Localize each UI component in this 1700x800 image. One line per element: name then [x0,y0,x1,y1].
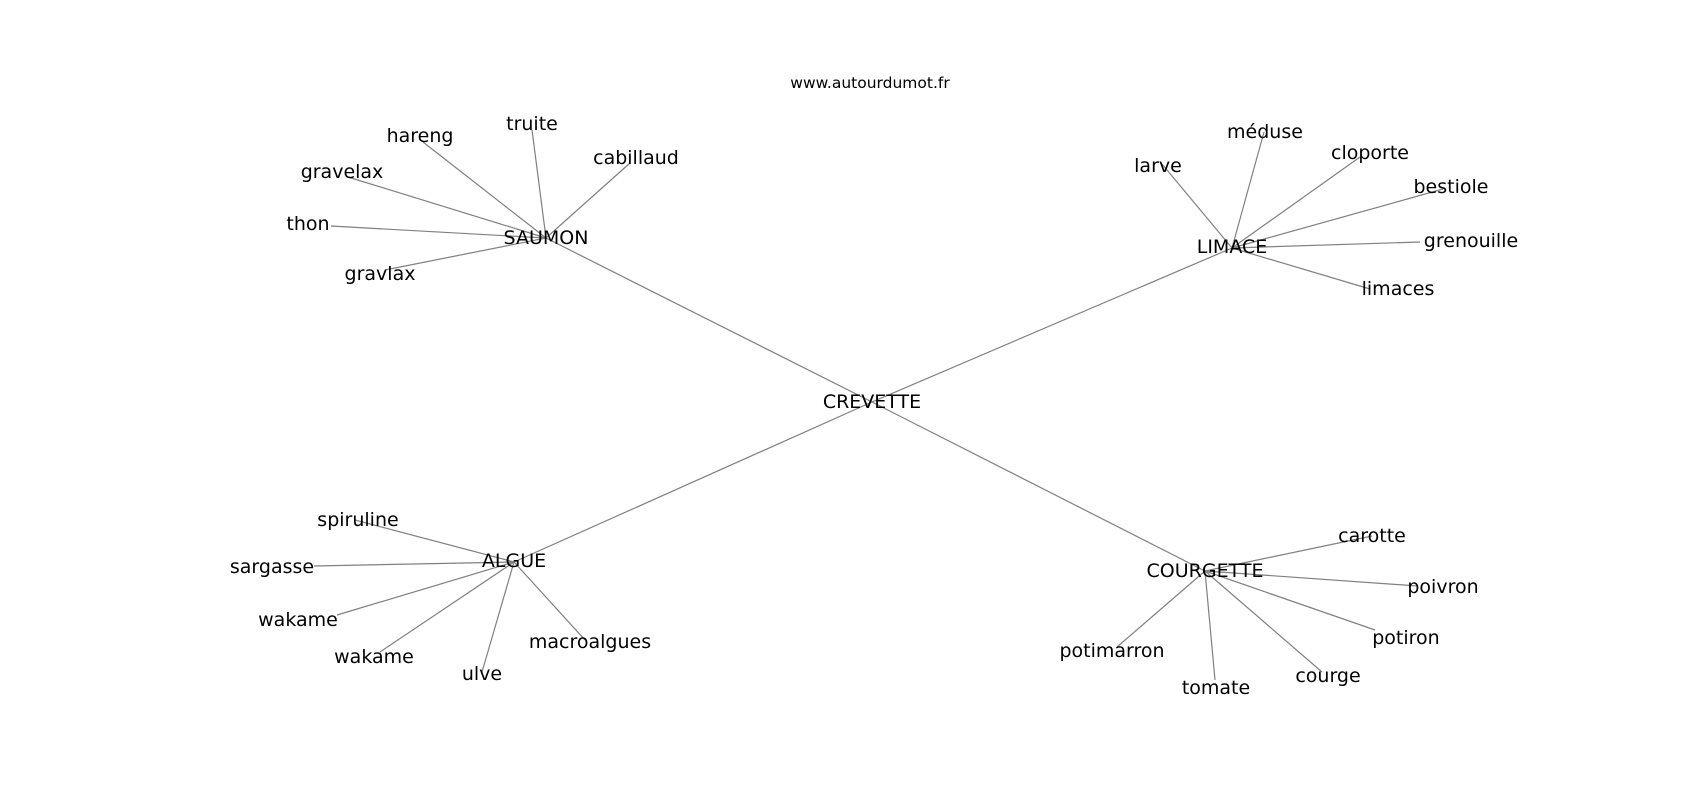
leaf-node: tomate [1182,677,1250,699]
leaf-node: bestiole [1414,176,1489,198]
center-hub-edge [545,237,873,403]
leaf-node: wakame [334,646,414,668]
hub-leaf-edge [1231,241,1421,249]
hub-leaf-edge [1204,570,1323,673]
leaf-node: cloporte [1331,142,1409,164]
hub-leaf-edge [1204,570,1419,587]
leaf-node: carotte [1338,525,1406,547]
site-label: www.autourdumot.fr [790,74,950,92]
hub-leaf-edge [1116,570,1206,648]
leaf-node: wakame [258,609,338,631]
hub-leaf-edge [422,141,547,239]
hub-node: SAUMON [504,227,589,249]
leaf-node: potiron [1372,627,1439,649]
leaf-node: hareng [387,125,454,147]
leaf-node: cabillaud [593,147,679,169]
hub-leaf-edge [1204,535,1373,572]
center-hub-edge [871,401,1206,572]
hub-leaf-edge [336,561,515,616]
hub-leaf-edge [379,561,515,653]
leaf-node: gravelax [301,161,384,183]
hub-node: LIMACE [1197,236,1268,258]
leaf-node: poivron [1407,576,1478,598]
hub-leaf-edge [1204,570,1216,681]
hub-leaf-edge [513,561,586,641]
hub-leaf-edge [1204,570,1376,631]
leaf-node: thon [286,213,329,235]
leaf-node: larve [1134,155,1182,177]
hub-leaf-edge [384,237,547,271]
leaf-node: gravlax [345,263,416,285]
hub-leaf-edge [481,561,515,673]
center-hub-edge [871,247,1233,403]
hub-leaf-edge [313,561,515,567]
leaf-node: sargasse [230,556,314,578]
leaf-node: méduse [1227,121,1303,143]
hub-leaf-edge [347,176,547,239]
hub-leaf-edge [1231,131,1265,249]
hub-leaf-edge [1231,156,1361,249]
leaf-node: courge [1295,665,1360,687]
hub-leaf-edge [354,519,515,563]
hub-node: COURGETTE [1147,560,1264,582]
hub-leaf-edge [330,225,547,239]
leaf-node: limaces [1362,278,1435,300]
leaf-node: ulve [462,663,502,685]
hub-leaf-edge [545,162,631,239]
hub-leaf-edge [1231,188,1444,249]
leaf-node: potimarron [1059,640,1164,662]
center-hub-edge [513,401,873,563]
leaf-node: spiruline [317,509,398,531]
edges-layer [313,129,1444,681]
leaf-node: macroalgues [529,631,651,653]
leaf-node: grenouille [1424,230,1518,252]
labels-layer: www.autourdumot.fr CREVETTE truite hareng… [230,74,1518,699]
leaf-node: truite [506,113,558,135]
hub-leaf-edge [531,129,547,239]
hub-leaf-edge [1161,163,1233,249]
hub-leaf-edge [1231,247,1371,290]
hub-node: ALGUE [482,550,546,572]
center-node: CREVETTE [823,391,921,413]
